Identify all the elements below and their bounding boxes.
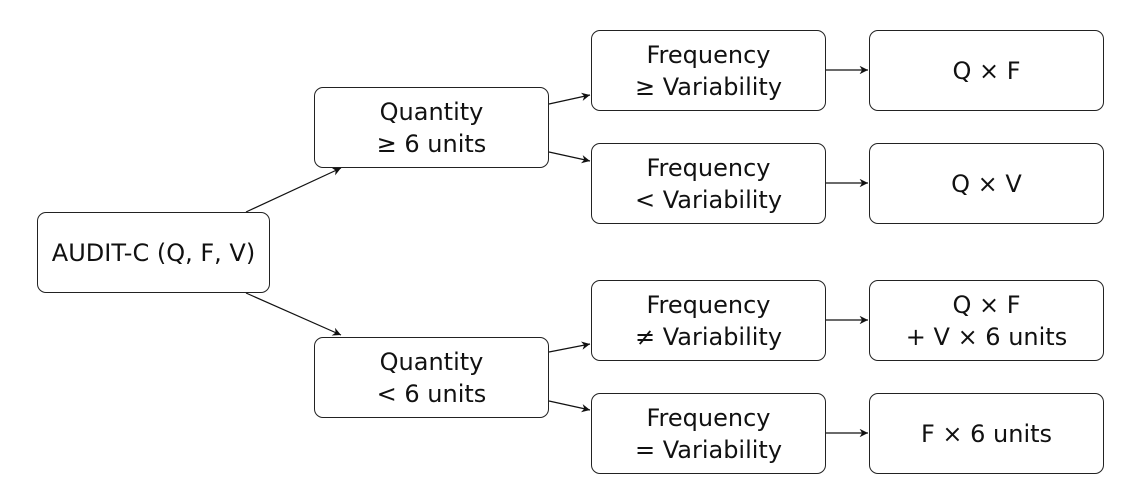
node-frequency-eq-variability-line-2: = Variability	[634, 435, 783, 464]
node-result-q-times-v: Q × V	[869, 143, 1104, 224]
node-frequency-ne-variability-line-1: Frequency	[646, 290, 771, 319]
node-quantity-lt-6-line-2: < 6 units	[376, 379, 487, 408]
node-frequency-lt-variability-line-1: Frequency	[646, 153, 771, 182]
node-quantity-lt-6: Quantity < 6 units	[314, 337, 549, 418]
node-quantity-ge-6-line-2: ≥ 6 units	[376, 129, 487, 158]
node-frequency-ne-variability-line-2: ≠ Variability	[634, 322, 783, 351]
node-frequency-lt-variability-line-2: < Variability	[634, 185, 783, 214]
node-frequency-ne-variability: Frequency ≠ Variability	[591, 280, 826, 361]
node-result-q-times-v-label: Q × V	[951, 169, 1022, 198]
node-result-q-times-f-plus-v-line-1: Q × F	[952, 290, 1021, 319]
node-result-q-times-f-label: Q × F	[952, 56, 1021, 85]
node-result-q-times-f-plus-v: Q × F + V × 6 units	[869, 280, 1104, 361]
edge-root-to-quantity-lt	[245, 292, 342, 336]
node-audit-c-label: AUDIT-C (Q, F, V)	[51, 238, 256, 267]
node-frequency-ge-variability-line-1: Frequency	[646, 40, 771, 69]
node-frequency-eq-variability: Frequency = Variability	[591, 393, 826, 474]
node-result-f-times-6-label: F × 6 units	[920, 419, 1053, 448]
node-result-q-times-f-plus-v-line-2: + V × 6 units	[905, 322, 1068, 351]
node-frequency-lt-variability: Frequency < Variability	[591, 143, 826, 224]
node-quantity-ge-6: Quantity ≥ 6 units	[314, 87, 549, 168]
node-quantity-ge-6-line-1: Quantity	[379, 97, 484, 126]
node-frequency-ge-variability-line-2: ≥ Variability	[634, 72, 783, 101]
node-result-q-times-f: Q × F	[869, 30, 1104, 111]
node-result-f-times-6: F × 6 units	[869, 393, 1104, 474]
node-quantity-lt-6-line-1: Quantity	[379, 347, 484, 376]
node-frequency-ge-variability: Frequency ≥ Variability	[591, 30, 826, 111]
node-frequency-eq-variability-line-1: Frequency	[646, 403, 771, 432]
edge-quantity-ge-to-freq-lt	[548, 151, 591, 164]
node-audit-c: AUDIT-C (Q, F, V)	[37, 212, 270, 293]
edge-quantity-ge-to-freq-ge	[548, 92, 591, 105]
edge-root-to-quantity-ge	[245, 167, 342, 213]
edge-quantity-lt-to-freq-ne	[548, 341, 591, 353]
edge-quantity-lt-to-freq-eq	[548, 400, 591, 413]
